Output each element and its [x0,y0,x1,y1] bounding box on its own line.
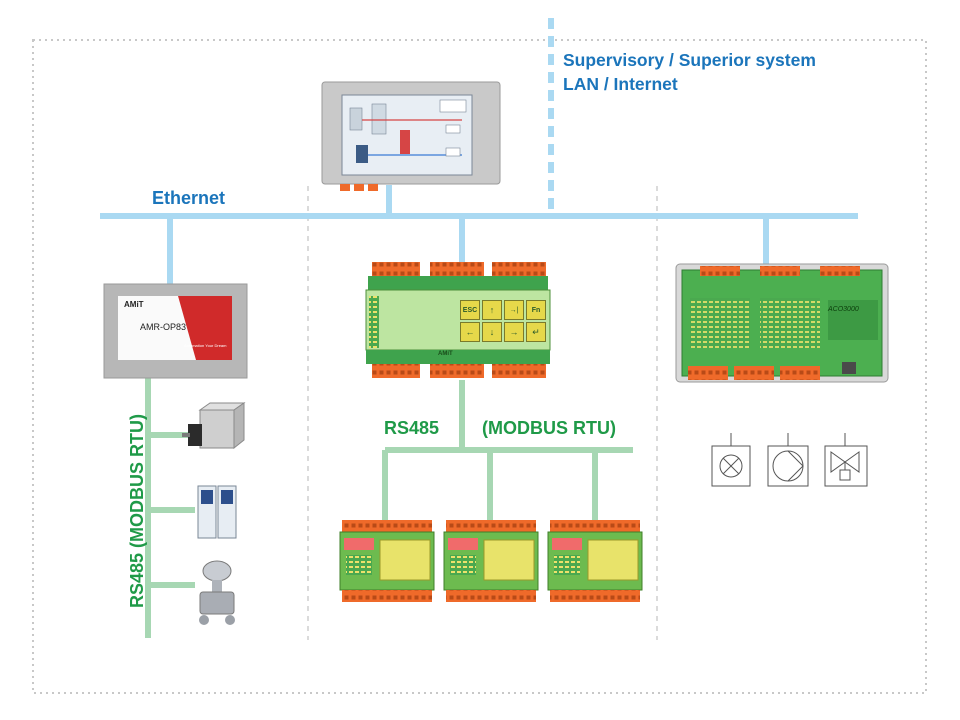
ethernet-label: Ethernet [152,188,226,208]
key-up[interactable]: ↑ [482,300,502,320]
controller-brand: AMiT [438,351,453,357]
key-tab[interactable]: →| [504,300,524,320]
aco-controller [675,263,889,383]
expansion-module [547,520,643,602]
rs485-left-bus [145,378,195,638]
amr-op83-panel [103,283,248,379]
panel-slogan: Automation Your Dream [184,343,227,348]
lamp-symbol [711,433,751,487]
supervisory-label-line2: LAN / Internet [563,74,678,94]
panel-model: AMR-OP83 [140,322,187,332]
key-enter[interactable]: ↵ [526,322,546,342]
supervisory-label: Supervisory / Superior system LAN / Inte… [563,48,816,96]
servo-motor [182,402,246,450]
modbus-label: (MODBUS RTU) [482,418,616,438]
rs485-bus [382,380,633,525]
key-fn[interactable]: Fn [526,300,546,320]
key-left[interactable]: ← [460,322,480,342]
key-down[interactable]: ↓ [482,322,502,342]
system-boundary [32,39,927,694]
rs485-label: RS485 [384,418,440,438]
expansion-module [443,520,539,602]
hmi-touch-panel [321,81,501,191]
pump-symbol [767,433,809,487]
valve-symbol [824,433,868,487]
frequency-inverters [197,485,237,539]
rs485-vertical-label: RS485 (MODBUS RTU) [127,413,147,608]
aco-label: ACO3000 [828,306,859,313]
pressure-transmitter [199,560,235,625]
controller-keypad: ESC ↑ →| Fn ← ↓ → ↵ [460,300,546,344]
key-esc[interactable]: ESC [460,300,480,320]
supervisory-label-line1: Supervisory / Superior system [563,50,816,70]
expansion-module [339,520,435,602]
panel-brand: AMiT [124,300,144,309]
key-right[interactable]: → [504,322,524,342]
